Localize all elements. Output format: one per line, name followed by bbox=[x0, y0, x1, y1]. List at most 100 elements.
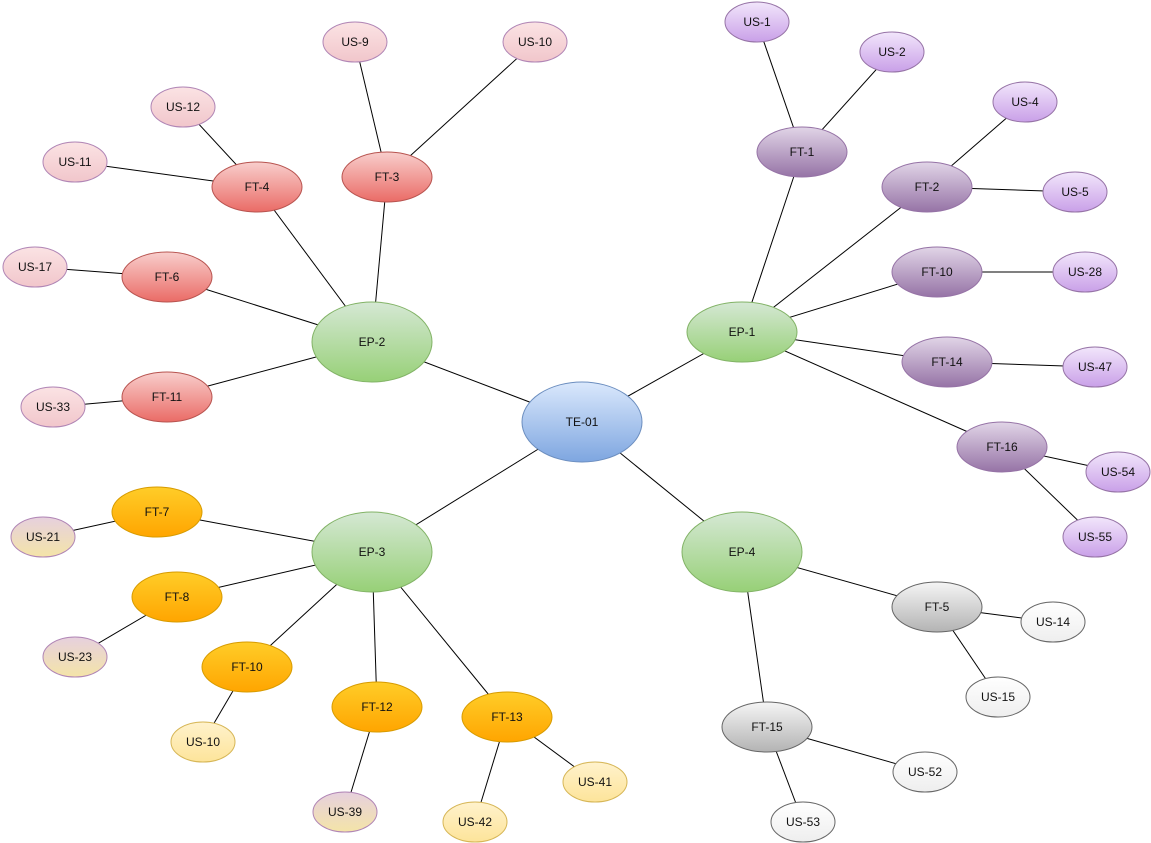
node-shape bbox=[121, 371, 213, 423]
node-label: FT-8 bbox=[165, 590, 190, 604]
node-us-15[interactable]: US-15 bbox=[965, 676, 1031, 718]
node-us-14[interactable]: US-14 bbox=[1020, 601, 1086, 643]
node-label: US-9 bbox=[341, 35, 369, 49]
node-shape bbox=[992, 81, 1058, 123]
node-shape bbox=[1062, 516, 1128, 558]
connector-ft-3-us-10a bbox=[386, 41, 536, 178]
node-ep-2[interactable]: EP-2 bbox=[311, 301, 433, 383]
node-us-11[interactable]: US-11 bbox=[42, 141, 108, 183]
node-shape bbox=[312, 791, 378, 833]
node-ft-13[interactable]: FT-13 bbox=[461, 691, 553, 743]
node-us-12[interactable]: US-12 bbox=[150, 86, 216, 128]
node-ft-1[interactable]: FT-1 bbox=[756, 126, 848, 178]
node-ft-14[interactable]: FT-14 bbox=[901, 336, 993, 388]
node-ft-12[interactable]: FT-12 bbox=[331, 681, 423, 733]
node-label: US-47 bbox=[1078, 360, 1112, 374]
node-label: US-42 bbox=[458, 815, 492, 829]
node-shape bbox=[10, 516, 76, 558]
node-shape bbox=[150, 86, 216, 128]
node-us-10a[interactable]: US-10 bbox=[502, 21, 568, 63]
node-label: US-52 bbox=[908, 765, 942, 779]
node-label: US-55 bbox=[1078, 530, 1112, 544]
node-te-01[interactable]: TE-01 bbox=[521, 381, 643, 463]
node-label: EP-3 bbox=[359, 545, 386, 559]
node-shape bbox=[562, 761, 628, 803]
node-us-1[interactable]: US-1 bbox=[724, 1, 790, 43]
node-us-4[interactable]: US-4 bbox=[992, 81, 1058, 123]
node-us-42[interactable]: US-42 bbox=[442, 801, 508, 843]
node-label: EP-2 bbox=[359, 335, 386, 349]
node-label: FT-15 bbox=[751, 720, 783, 734]
node-shape bbox=[721, 701, 813, 753]
node-shape bbox=[1052, 251, 1118, 293]
node-label: US-28 bbox=[1068, 265, 1102, 279]
node-ft-10b[interactable]: FT-10 bbox=[201, 641, 293, 693]
node-us-55[interactable]: US-55 bbox=[1062, 516, 1128, 558]
node-shape bbox=[859, 31, 925, 73]
node-ft-10a[interactable]: FT-10 bbox=[891, 246, 983, 298]
node-shape bbox=[111, 486, 203, 538]
node-us-17[interactable]: US-17 bbox=[2, 246, 68, 288]
node-label: US-4 bbox=[1011, 95, 1039, 109]
node-ep-1[interactable]: EP-1 bbox=[686, 301, 798, 363]
node-us-54[interactable]: US-54 bbox=[1085, 451, 1151, 493]
node-us-21[interactable]: US-21 bbox=[10, 516, 76, 558]
node-label: FT-10 bbox=[231, 660, 263, 674]
node-ft-6[interactable]: FT-6 bbox=[121, 251, 213, 303]
node-label: US-23 bbox=[58, 650, 92, 664]
node-label: EP-4 bbox=[729, 545, 756, 559]
node-ft-16[interactable]: FT-16 bbox=[956, 421, 1048, 473]
node-shape bbox=[956, 421, 1048, 473]
node-ft-5[interactable]: FT-5 bbox=[891, 581, 983, 633]
node-us-9[interactable]: US-9 bbox=[322, 21, 388, 63]
node-shape bbox=[322, 21, 388, 63]
node-ft-11[interactable]: FT-11 bbox=[121, 371, 213, 423]
node-us-2[interactable]: US-2 bbox=[859, 31, 925, 73]
node-label: US-21 bbox=[26, 530, 60, 544]
node-us-53[interactable]: US-53 bbox=[770, 801, 836, 843]
node-ft-4[interactable]: FT-4 bbox=[211, 161, 303, 213]
node-us-39[interactable]: US-39 bbox=[312, 791, 378, 833]
node-shape bbox=[170, 721, 236, 763]
node-us-52[interactable]: US-52 bbox=[892, 751, 958, 793]
node-ep-4[interactable]: EP-4 bbox=[681, 511, 803, 593]
node-label: FT-4 bbox=[245, 180, 270, 194]
node-label: FT-2 bbox=[915, 180, 940, 194]
node-label: FT-3 bbox=[375, 170, 400, 184]
node-label: FT-10 bbox=[921, 265, 953, 279]
node-label: FT-6 bbox=[155, 270, 180, 284]
node-ft-2[interactable]: FT-2 bbox=[881, 161, 973, 213]
node-us-23[interactable]: US-23 bbox=[42, 636, 108, 678]
node-us-5[interactable]: US-5 bbox=[1042, 171, 1108, 213]
node-us-33[interactable]: US-33 bbox=[20, 386, 86, 428]
node-shape bbox=[211, 161, 303, 213]
node-shape bbox=[1085, 451, 1151, 493]
node-shape bbox=[756, 126, 848, 178]
node-label: EP-1 bbox=[729, 325, 756, 339]
node-ft-7[interactable]: FT-7 bbox=[111, 486, 203, 538]
node-shape bbox=[131, 571, 223, 623]
node-ft-3[interactable]: FT-3 bbox=[341, 151, 433, 203]
node-us-28[interactable]: US-28 bbox=[1052, 251, 1118, 293]
node-shape bbox=[121, 251, 213, 303]
node-us-41[interactable]: US-41 bbox=[562, 761, 628, 803]
node-label: FT-5 bbox=[925, 600, 950, 614]
node-shape bbox=[461, 691, 553, 743]
node-label: US-54 bbox=[1101, 465, 1135, 479]
node-shape bbox=[1042, 171, 1108, 213]
node-shape bbox=[331, 681, 423, 733]
node-shape bbox=[1020, 601, 1086, 643]
node-shape bbox=[42, 636, 108, 678]
node-ft-15[interactable]: FT-15 bbox=[721, 701, 813, 753]
node-shape bbox=[521, 381, 643, 463]
node-shape bbox=[20, 386, 86, 428]
node-us-10b[interactable]: US-10 bbox=[170, 721, 236, 763]
node-label: FT-12 bbox=[361, 700, 393, 714]
node-ft-8[interactable]: FT-8 bbox=[131, 571, 223, 623]
node-ep-3[interactable]: EP-3 bbox=[311, 511, 433, 593]
node-label: US-41 bbox=[578, 775, 612, 789]
node-label: US-33 bbox=[36, 400, 70, 414]
node-shape bbox=[770, 801, 836, 843]
node-us-47[interactable]: US-47 bbox=[1062, 346, 1128, 388]
